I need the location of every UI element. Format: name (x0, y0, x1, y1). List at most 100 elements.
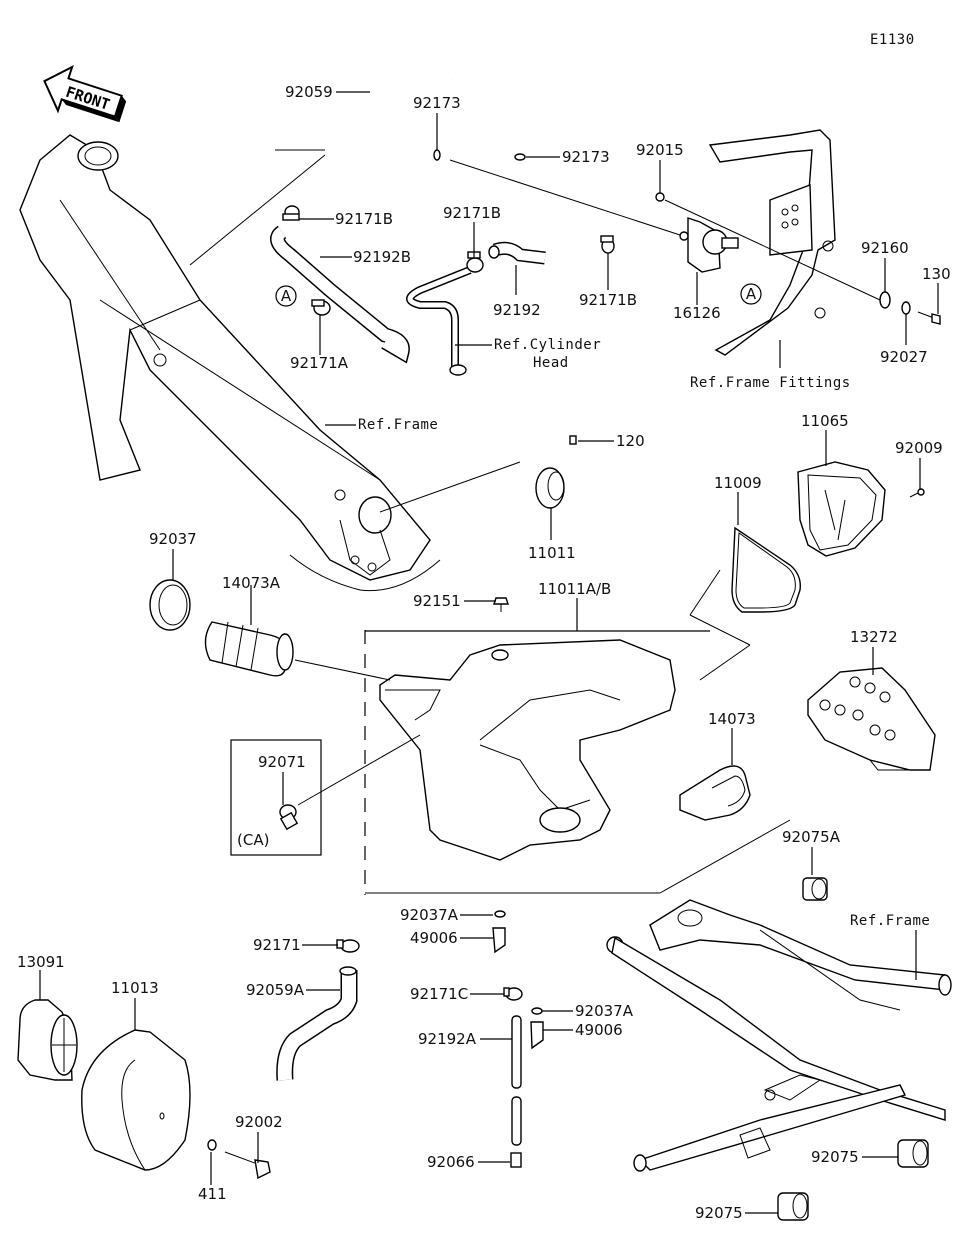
label-11013: 11013 (111, 979, 159, 997)
label-92192: 92192 (493, 301, 541, 319)
label-92160: 92160 (861, 239, 909, 257)
hose-92059A (276, 966, 358, 1081)
ref-frame-fittings: Ref.Frame Fittings (690, 375, 851, 391)
collar-92075A (802, 877, 828, 901)
frame-fittings-bracket (708, 129, 836, 356)
plug-92066 (510, 1152, 522, 1168)
element-11009 (731, 526, 801, 613)
label-92171B-b: 92171B (443, 204, 501, 222)
plate-13272 (807, 667, 936, 771)
duct-14073A (204, 621, 294, 677)
label-92171A: 92171A (290, 354, 349, 372)
frame-front-section (19, 134, 441, 592)
clip-92037A-a (494, 910, 506, 918)
ref-frame-upper: Ref.Frame (358, 417, 438, 433)
svg-text:A: A (746, 285, 757, 303)
label-13091: 13091 (17, 953, 65, 971)
label-13272: 13272 (850, 628, 898, 646)
bolt-92151 (493, 597, 509, 612)
washer-411 (207, 1139, 217, 1151)
cylinder-head-pipe (406, 266, 472, 376)
hose-92192B (270, 225, 410, 364)
label-92173-a: 92173 (413, 94, 461, 112)
reference-notes: Ref.Cylinder Head Ref.Frame Fittings Ref… (358, 337, 930, 929)
element-11013 (81, 1029, 191, 1171)
label-92002: 92002 (235, 1113, 283, 1131)
label-49006-b: 49006 (575, 1021, 623, 1039)
plug-49006-b (530, 1021, 544, 1050)
grommet-92160 (879, 291, 891, 309)
label-11011AB: 11011A/B (538, 580, 611, 598)
label-92075-b: 92075 (695, 1204, 743, 1222)
screw-120 (569, 435, 577, 445)
hose-92192A (511, 1015, 522, 1146)
clamp-92171A (311, 299, 331, 316)
clip-92037A-b (531, 1007, 543, 1015)
label-11011: 11011 (528, 544, 576, 562)
label-92075A: 92075A (782, 828, 841, 846)
screw-92009 (909, 488, 925, 498)
label-16126: 16126 (673, 304, 721, 322)
label-92151: 92151 (413, 592, 461, 610)
collar-92075-b (777, 1192, 809, 1221)
ref-cylinder-head-line2: Head (533, 355, 569, 371)
clip-92173-a (433, 149, 441, 161)
cover-14073 (679, 765, 751, 821)
diagram-code: E1130 (870, 32, 915, 48)
fitting-92071 (279, 804, 299, 831)
cover-11065 (797, 461, 886, 557)
label-92171C: 92171C (410, 985, 468, 1003)
front-arrow: FRONT (43, 65, 127, 123)
valve-16126 (679, 217, 739, 273)
clamp-92171B-c (600, 235, 615, 254)
svg-text:A: A (281, 287, 292, 305)
band-92037 (149, 579, 191, 631)
cap-11011 (535, 467, 565, 509)
label-92059A: 92059A (246, 981, 305, 999)
label-92027: 92027 (880, 348, 928, 366)
holder-13091 (17, 999, 78, 1081)
label-92071: 92071 (258, 753, 306, 771)
ca-group-box (230, 739, 322, 856)
ref-cylinder-head-line1: Ref.Cylinder (494, 337, 601, 353)
label-92192A: 92192A (418, 1030, 477, 1048)
washer-92027 (901, 301, 911, 315)
air-cleaner-case (364, 630, 676, 895)
bolt-92002 (224, 1151, 271, 1180)
label-92015: 92015 (636, 141, 684, 159)
label-92171B-c: 92171B (579, 291, 637, 309)
clamp-92171B-a (282, 205, 300, 221)
clamp-92171C (503, 987, 523, 1001)
label-92171: 92171 (253, 936, 301, 954)
label-11065: 11065 (801, 412, 849, 430)
callout-a-left: A (275, 285, 297, 307)
label-92037A-b: 92037A (575, 1002, 634, 1020)
collar-92075-a (897, 1139, 929, 1168)
hose-92059 (368, 38, 516, 159)
label-49006-a: 49006 (410, 929, 458, 947)
clip-92173-b (514, 153, 526, 161)
nut-92015 (655, 192, 665, 202)
label-411: 411 (198, 1185, 227, 1203)
label-92066: 92066 (427, 1153, 475, 1171)
label-92192B: 92192B (353, 248, 411, 266)
label-92173-b: 92173 (562, 148, 610, 166)
clamp-92171 (336, 939, 360, 953)
label-14073A: 14073A (222, 574, 281, 592)
label-130: 130 (922, 265, 951, 283)
label-92037A-a: 92037A (400, 906, 459, 924)
label-ca-note: (CA) (237, 831, 269, 849)
label-120: 120 (616, 432, 645, 450)
callout-a-right: A (740, 283, 762, 305)
label-92075-a: 92075 (811, 1148, 859, 1166)
ref-frame-lower: Ref.Frame (850, 913, 930, 929)
lower-frame (606, 899, 952, 1172)
bolt-130 (917, 311, 941, 325)
label-92059: 92059 (285, 83, 333, 101)
label-92037: 92037 (149, 530, 197, 548)
label-14073: 14073 (708, 710, 756, 728)
clamp-92171B-b (466, 251, 484, 273)
hose-92192 (488, 241, 546, 265)
label-11009: 11009 (714, 474, 762, 492)
